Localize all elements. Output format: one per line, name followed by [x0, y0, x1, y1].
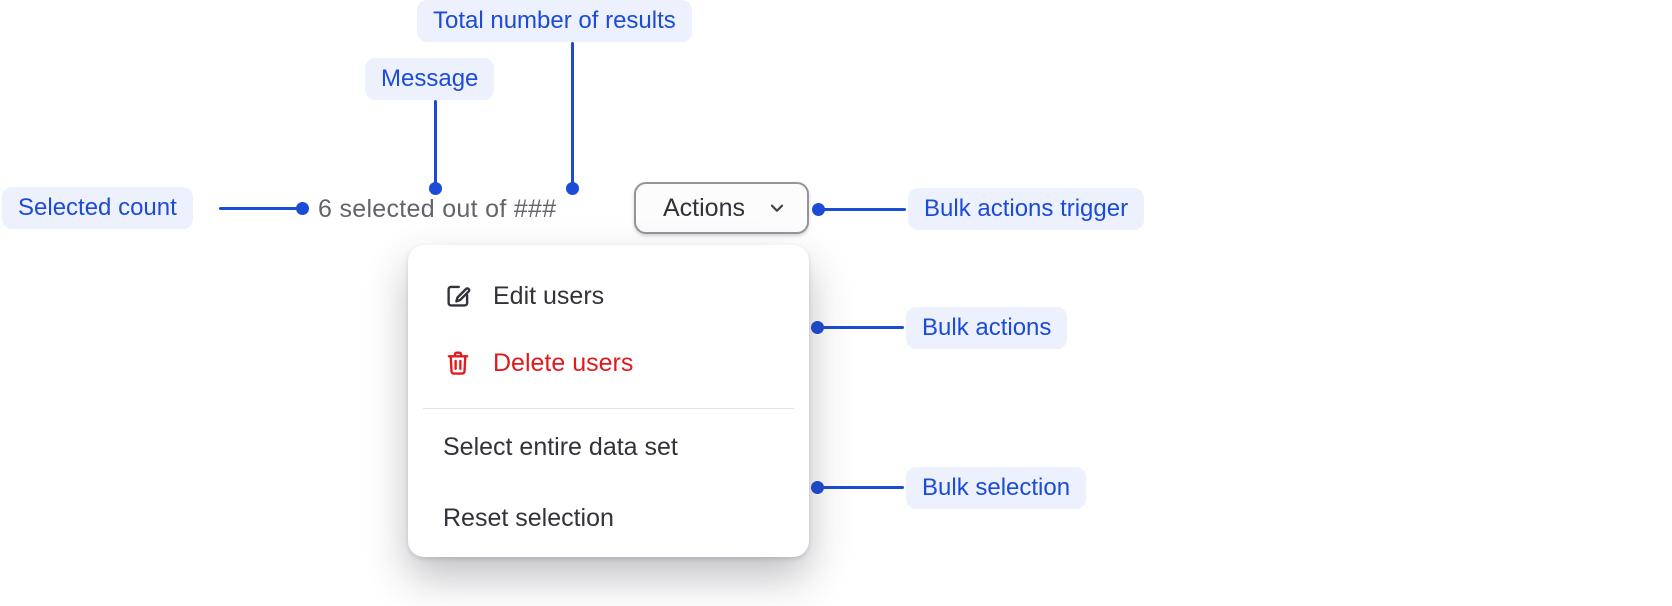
annotation-label-total-results: Total number of results	[417, 0, 692, 42]
bulk-actions-trigger-button[interactable]: Actions	[634, 182, 809, 234]
connector-dot-selected-count	[296, 202, 309, 215]
menu-item-select-entire-data-set[interactable]: Select entire data set	[408, 429, 809, 465]
connector-dot-total-results	[566, 182, 579, 195]
edit-icon	[443, 281, 473, 311]
chevron-down-icon	[766, 197, 788, 219]
menu-item-label: Reset selection	[443, 503, 614, 532]
selected-count-message: 6 selected out of ###	[318, 195, 557, 223]
annotation-label-bulk-selection: Bulk selection	[906, 467, 1087, 509]
menu-divider	[423, 408, 794, 409]
menu-item-label: Select entire data set	[443, 432, 678, 461]
menu-item-edit-users[interactable]: Edit users	[408, 278, 809, 314]
annotation-label-message: Message	[365, 58, 495, 100]
menu-item-label: Delete users	[493, 348, 634, 377]
annotation-label-selected-count: Selected count	[2, 187, 193, 229]
connector-line-bulk-actions	[819, 326, 904, 329]
annotation-label-bulk-actions-trigger: Bulk actions trigger	[908, 188, 1145, 230]
annotation-label-bulk-actions: Bulk actions	[906, 307, 1068, 349]
connector-dot-bulk-actions-trigger	[812, 203, 825, 216]
connector-dot-bulk-selection	[811, 481, 824, 494]
connector-dot-bulk-actions	[811, 321, 824, 334]
connector-line-message	[434, 100, 437, 184]
connector-line-total-results	[571, 42, 574, 184]
actions-button-label: Actions	[663, 193, 745, 222]
connector-dot-message	[429, 182, 442, 195]
bulk-actions-menu: Edit users Delete users Select entire da…	[408, 245, 809, 557]
connector-line-bulk-actions-trigger	[820, 208, 906, 211]
trash-icon	[443, 348, 473, 378]
menu-item-delete-users[interactable]: Delete users	[408, 345, 809, 381]
connector-line-selected-count	[219, 207, 297, 210]
menu-item-label: Edit users	[493, 281, 605, 310]
connector-line-bulk-selection	[819, 486, 904, 489]
menu-item-reset-selection[interactable]: Reset selection	[408, 500, 809, 536]
